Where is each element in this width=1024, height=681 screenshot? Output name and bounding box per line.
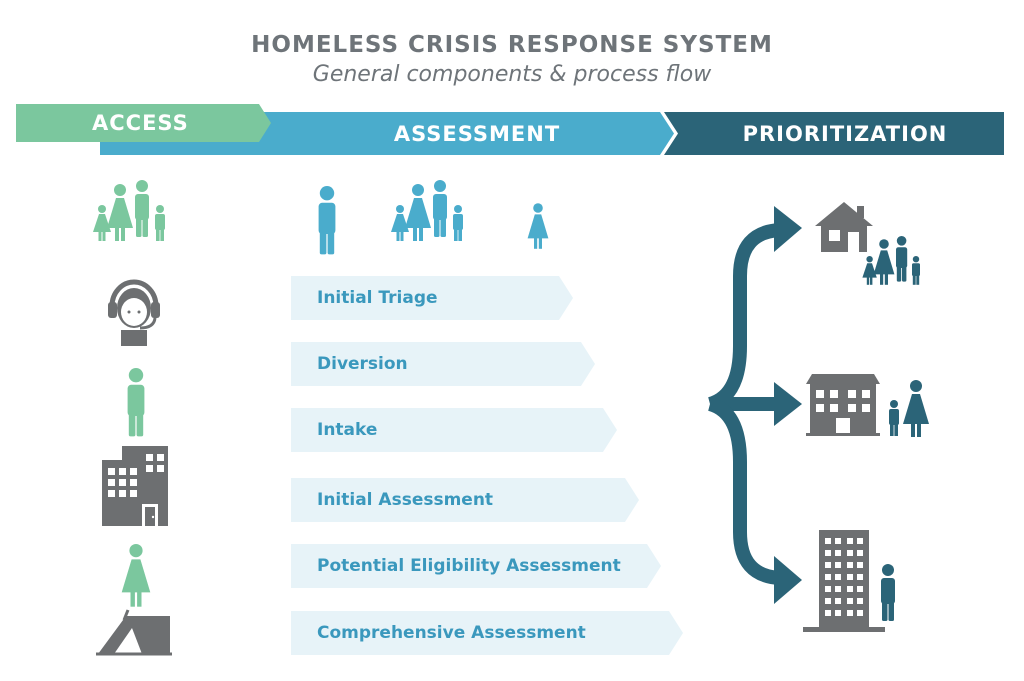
step-initial-triage: Initial Triage <box>291 276 573 320</box>
family-icon <box>852 236 940 296</box>
diagram-title: HOMELESS CRISIS RESPONSE SYSTEM <box>251 32 773 58</box>
step-label: Initial Assessment <box>317 490 494 510</box>
step-label: Potential Eligibility Assessment <box>317 556 621 576</box>
single-man-icon <box>881 564 895 621</box>
family-icon <box>80 180 190 255</box>
step-comprehensive-assessment: Comprehensive Assessment <box>291 611 683 655</box>
diagram-subtitle: General components & process flow <box>312 62 712 87</box>
step-initial-assessment: Initial Assessment <box>291 478 639 522</box>
branch-arrows <box>707 206 802 604</box>
access-banner: ACCESS <box>16 104 271 142</box>
parent-child-icon <box>889 380 929 437</box>
prioritization-banner: PRIORITIZATION <box>664 112 1004 155</box>
building-icon <box>102 446 168 526</box>
step-potential-eligibility-assessment: Potential Eligibility Assessment <box>291 544 661 588</box>
step-label: Initial Triage <box>317 288 438 308</box>
tent-icon <box>96 609 172 656</box>
single-woman-icon <box>121 544 151 607</box>
step-label: Intake <box>317 420 378 440</box>
access-label: ACCESS <box>92 111 189 135</box>
step-label: Diversion <box>317 354 408 374</box>
call-center-agent-icon <box>108 279 160 346</box>
single-man-icon <box>318 186 336 255</box>
family-icon <box>378 180 488 255</box>
single-man-icon <box>127 368 145 437</box>
assessment-label: ASSESSMENT <box>393 121 561 146</box>
single-woman-icon <box>527 203 549 249</box>
apartment-building-icon <box>806 374 880 436</box>
step-label: Comprehensive Assessment <box>317 623 586 643</box>
prioritization-label: PRIORITIZATION <box>742 121 948 146</box>
high-rise-icon <box>803 530 885 632</box>
step-intake: Intake <box>291 408 617 452</box>
house-icon <box>815 202 873 252</box>
step-diversion: Diversion <box>291 342 595 386</box>
